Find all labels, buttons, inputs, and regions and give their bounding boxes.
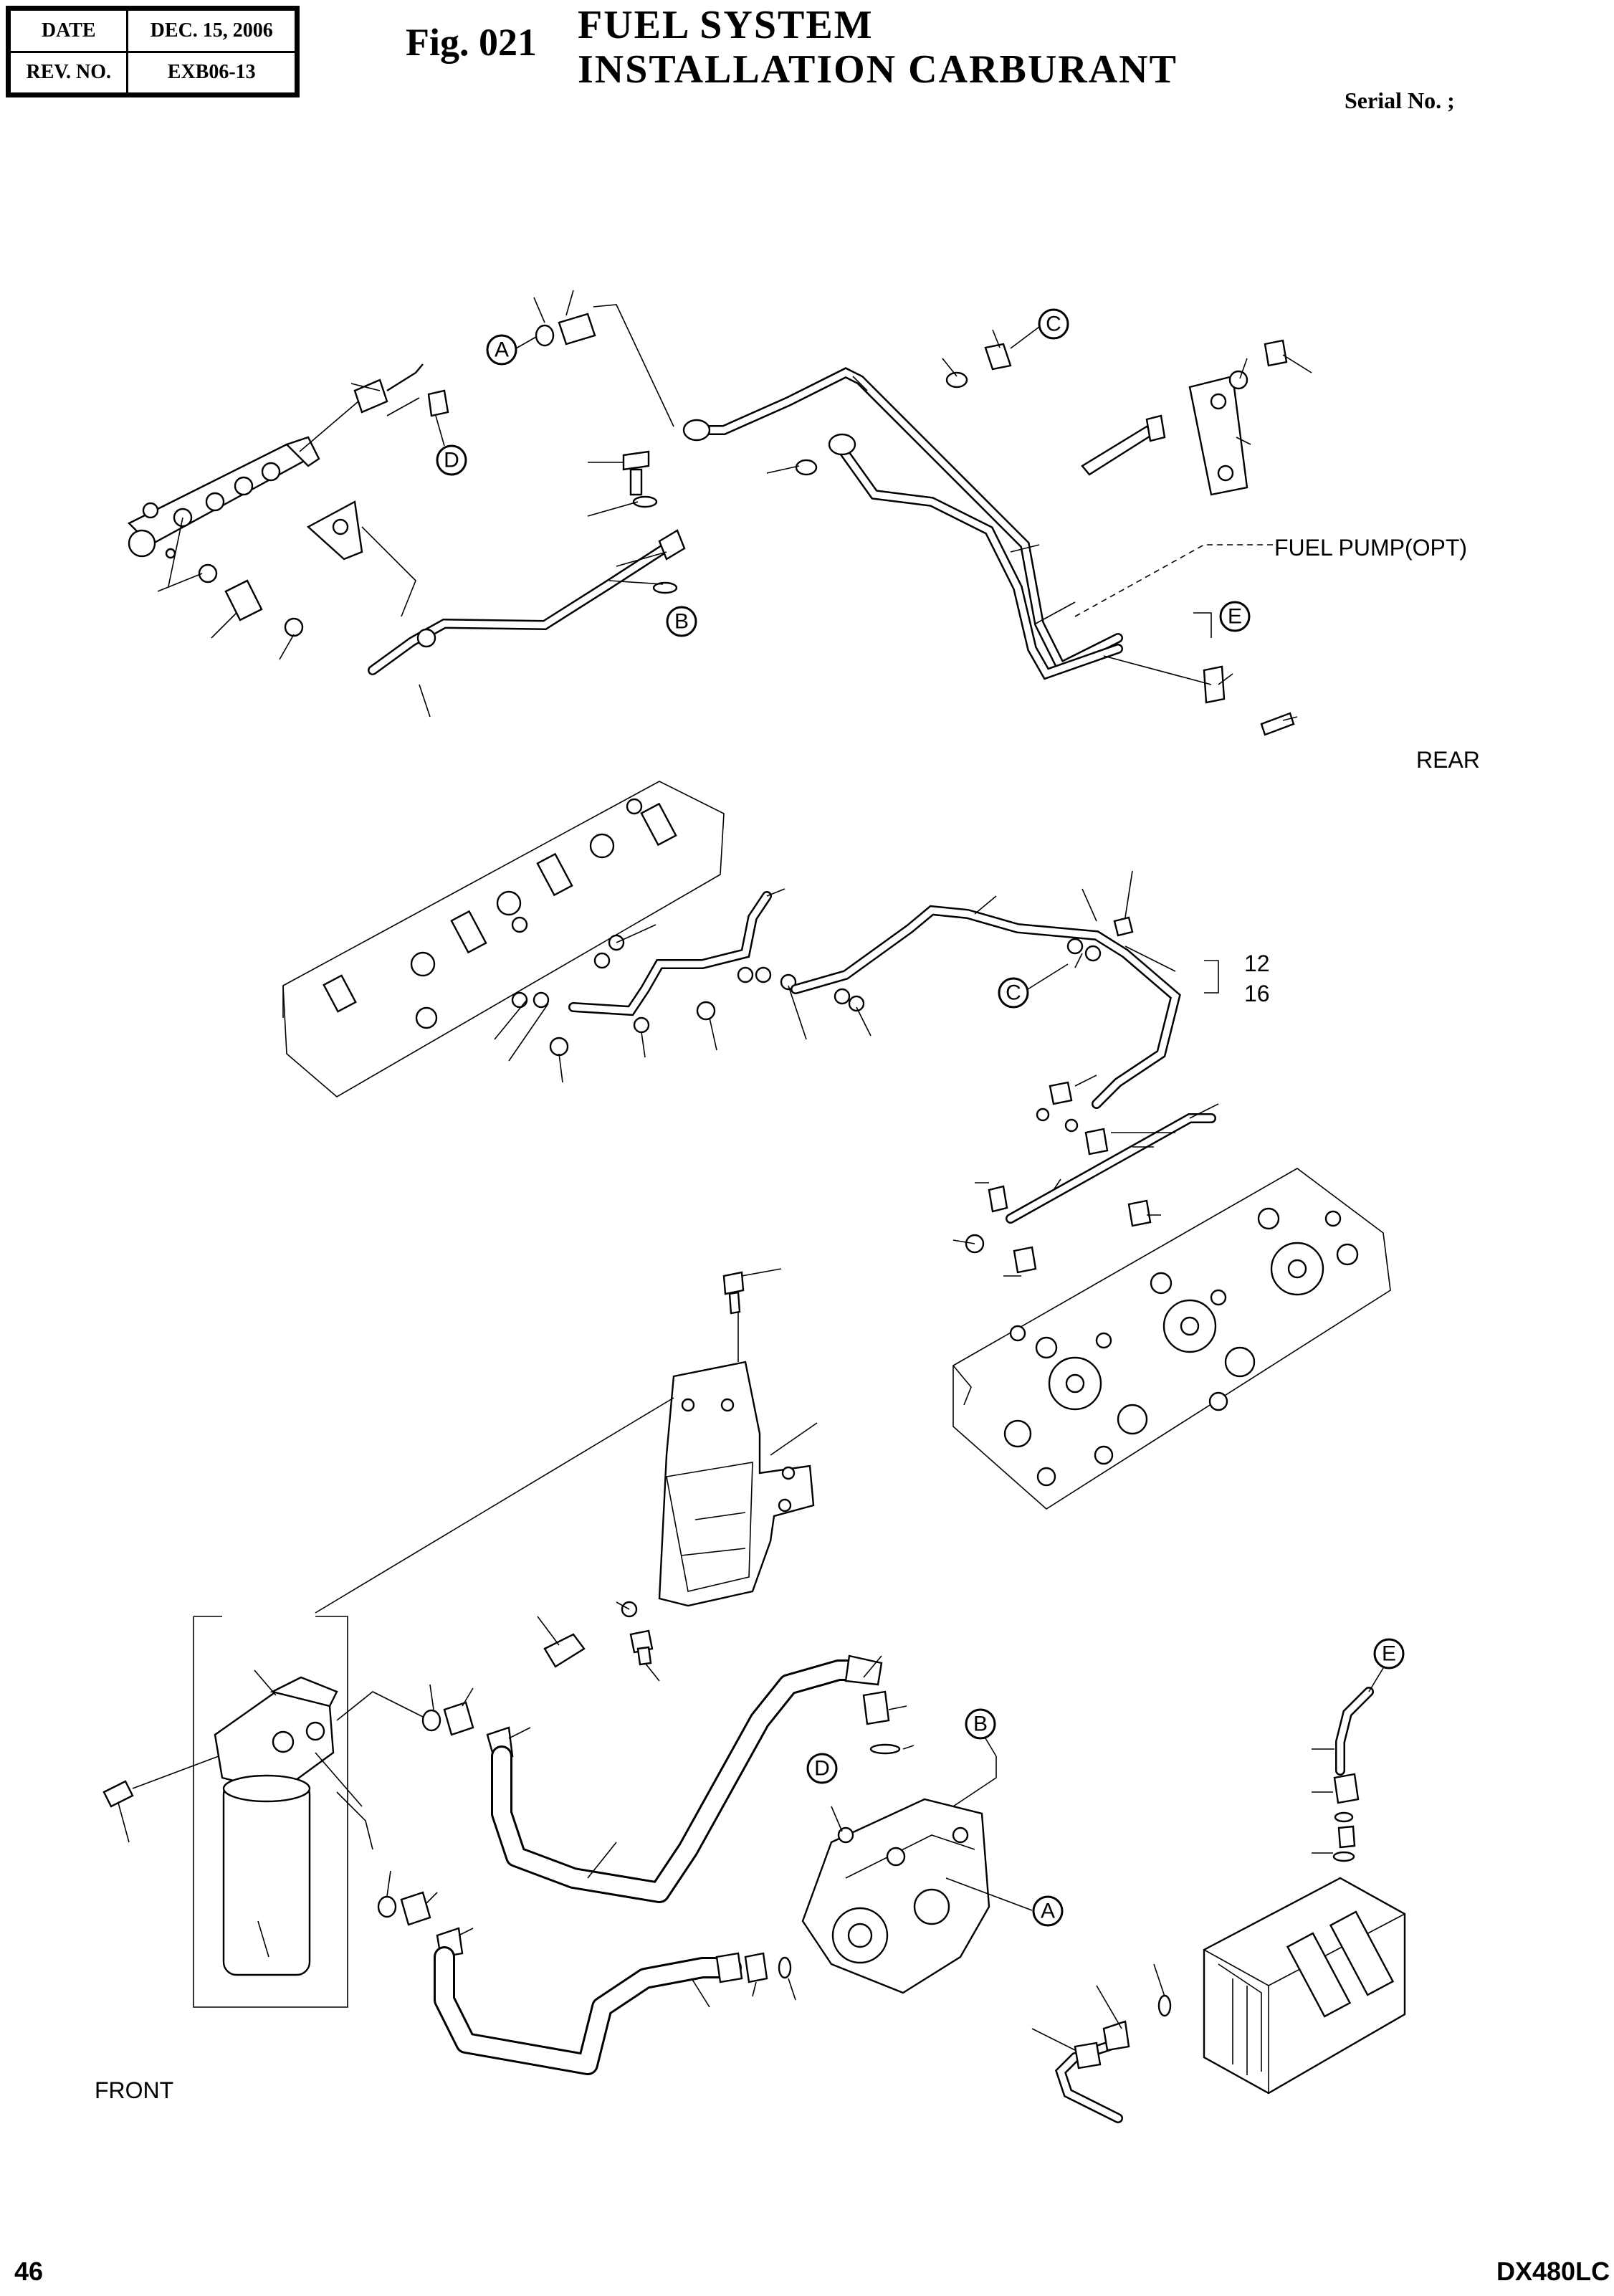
reference-number-16: 16 xyxy=(1244,981,1270,1006)
injector-lines-middle xyxy=(511,891,865,1057)
callout-d-lower-label: D xyxy=(814,1757,830,1781)
common-rail-assembly xyxy=(127,363,449,587)
fuel-pump-opt-bracket xyxy=(1074,339,1295,736)
serial-number: Serial No. ; xyxy=(1345,87,1455,113)
callout-a-top: A xyxy=(486,334,517,366)
callout-b-top-label: B xyxy=(674,610,689,634)
date-value: DEC. 15, 2006 xyxy=(126,9,297,53)
cylinder-head-right xyxy=(952,1168,1391,1510)
callout-c-middle-label: C xyxy=(1006,981,1021,1005)
callout-d-lower: D xyxy=(806,1753,838,1784)
title-line-1: FUEL SYSTEM xyxy=(578,3,874,47)
callout-e-top-label: E xyxy=(1228,605,1242,629)
filter-outlet-hose-upper xyxy=(336,1654,915,1903)
callout-b-lower: B xyxy=(965,1708,996,1740)
callout-c-middle: C xyxy=(998,977,1029,1009)
callout-b-top: B xyxy=(666,606,697,637)
spacer-tube xyxy=(198,563,304,637)
bracket-left xyxy=(306,500,416,617)
figure-title: FUEL SYSTEM INSTALLATION CARBURANT xyxy=(578,3,1178,92)
filter-outlet-hose-lower xyxy=(336,1791,796,2075)
callout-a-top-label: A xyxy=(495,338,509,362)
leader-lines-middle xyxy=(494,870,1219,1277)
figure-number: Fig. 021 xyxy=(406,21,537,64)
return-line-left xyxy=(368,529,686,675)
callout-e-top: E xyxy=(1219,601,1251,632)
reference-number-12: 12 xyxy=(1244,951,1270,976)
callout-c-top-label: C xyxy=(1046,313,1061,336)
callout-a-lower-label: A xyxy=(1041,1900,1055,1923)
callout-d-top: D xyxy=(436,444,467,476)
connector-a-top xyxy=(535,304,674,427)
rear-direction-label: REAR xyxy=(1416,747,1480,773)
rev-value: EXB06-13 xyxy=(126,50,297,95)
fuel-filter-assembly xyxy=(102,1397,674,2008)
revision-box: DATE DEC. 15, 2006 REV. NO. EXB06-13 xyxy=(6,6,300,97)
high-pressure-pump xyxy=(801,1756,1033,1994)
main-fuel-lines xyxy=(682,343,1123,680)
page-number: 46 xyxy=(14,2257,44,2286)
front-direction-label: FRONT xyxy=(95,2077,174,2103)
model-number: DX480LC xyxy=(1496,2257,1610,2286)
banjo-bolt-b xyxy=(622,450,678,594)
callout-e-lower: E xyxy=(1373,1638,1405,1669)
callout-b-lower-label: B xyxy=(973,1713,988,1736)
fuel-pump-opt-label: FUEL PUMP(OPT) xyxy=(1274,535,1468,561)
callout-a-lower: A xyxy=(1032,1895,1064,1927)
injector-lines-right xyxy=(791,905,1181,1109)
callout-d-top-label: D xyxy=(444,449,459,472)
ecu-controller xyxy=(1203,1877,1406,2095)
title-line-2: INSTALLATION CARBURANT xyxy=(578,47,1178,92)
cylinder-head-left xyxy=(282,781,725,1097)
callout-c-top: C xyxy=(1038,308,1069,340)
filter-mount-bracket xyxy=(537,1268,818,1682)
date-label: DATE xyxy=(8,9,129,53)
callout-e-lower-label: E xyxy=(1382,1642,1396,1666)
cross-tube-middle xyxy=(965,1081,1216,1274)
rev-label: REV. NO. xyxy=(8,50,129,95)
leader-lines-top xyxy=(157,290,1312,721)
ecu-fuel-line xyxy=(1031,1687,1374,2123)
